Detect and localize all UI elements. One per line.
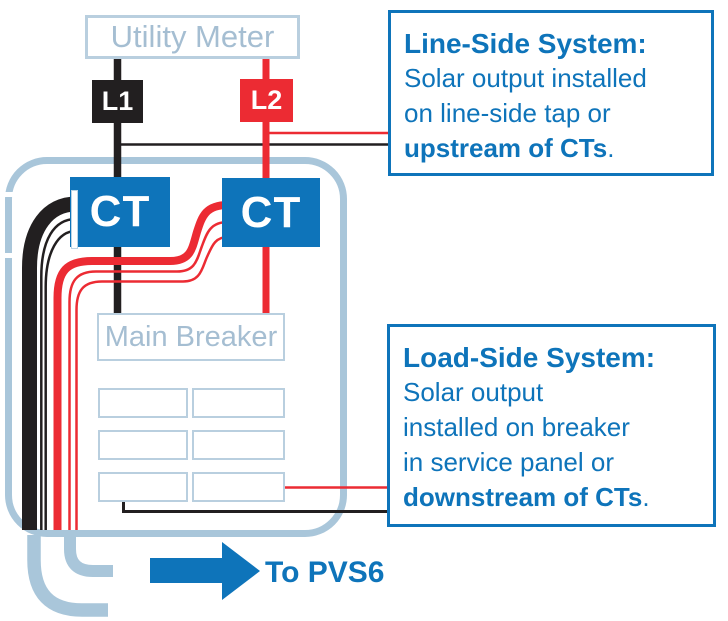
to-pvs6-text: To PVS6 — [265, 556, 385, 589]
l2-tag: L2 — [240, 79, 293, 122]
breaker-slot — [192, 430, 285, 460]
load-side-callout: Load-Side System: Solar output installed… — [387, 324, 716, 527]
line-side-body-line1: Solar output installed — [404, 63, 647, 93]
ct-lead-red-thick — [53, 201, 229, 530]
l1-tag: L1 — [92, 80, 143, 123]
load-side-body-line3: in service panel or — [403, 447, 614, 477]
load-side-body-line2: installed on breaker — [403, 412, 630, 442]
ct-right-box: CT — [222, 178, 320, 247]
breaker-slot — [98, 430, 188, 460]
load-side-period: . — [642, 482, 650, 512]
line-side-period: . — [607, 133, 615, 163]
ct-left-wire-gap — [71, 190, 78, 249]
ct-lead-black-thick — [22, 196, 77, 530]
load-side-emphasis: downstream of CTs — [403, 482, 643, 512]
line-side-body-line2: on line-side tap or — [404, 98, 611, 128]
ct-lead-black-thin-1 — [40, 217, 77, 530]
main-breaker-label: Main Breaker — [104, 320, 278, 353]
breaker-slot — [98, 388, 188, 418]
line-side-callout: Line-Side System: Solar output installed… — [388, 10, 714, 176]
ct-lead-red-thin-1 — [68, 220, 229, 530]
to-pvs6-arrow-icon — [150, 542, 260, 600]
breaker-slot — [192, 472, 285, 502]
main-breaker-box: Main Breaker — [97, 313, 285, 361]
panel-border-break — [1, 253, 15, 258]
breaker-slot — [192, 388, 285, 418]
line-side-emphasis: upstream of CTs — [404, 133, 608, 163]
ct-left-label: CT — [89, 187, 151, 236]
ct-right-label: CT — [240, 187, 302, 237]
l2-label: L2 — [250, 85, 283, 115]
breaker-slot — [98, 472, 188, 502]
ct-left-box: CT — [70, 177, 170, 249]
ct-lead-red-thin-2 — [75, 235, 229, 530]
load-side-body-line1: Solar output — [403, 377, 544, 407]
load-side-title: Load-Side System: — [403, 342, 656, 373]
l1-label: L1 — [101, 86, 134, 116]
utility-meter-label: Utility Meter — [110, 19, 275, 54]
line-side-title: Line-Side System: — [404, 28, 647, 59]
conduit-inner — [64, 535, 113, 577]
conduit-outer — [27, 535, 108, 617]
service-panel-outline — [5, 157, 347, 537]
to-pvs6-label: To PVS6 — [265, 556, 384, 590]
utility-meter-box: Utility Meter — [85, 15, 300, 59]
load-side-connector-black — [122, 500, 390, 513]
panel-border-break — [1, 192, 15, 197]
line-side-body-line3: upstream of CTs. — [404, 131, 705, 166]
load-side-body-line4: downstream of CTs. — [403, 480, 707, 515]
